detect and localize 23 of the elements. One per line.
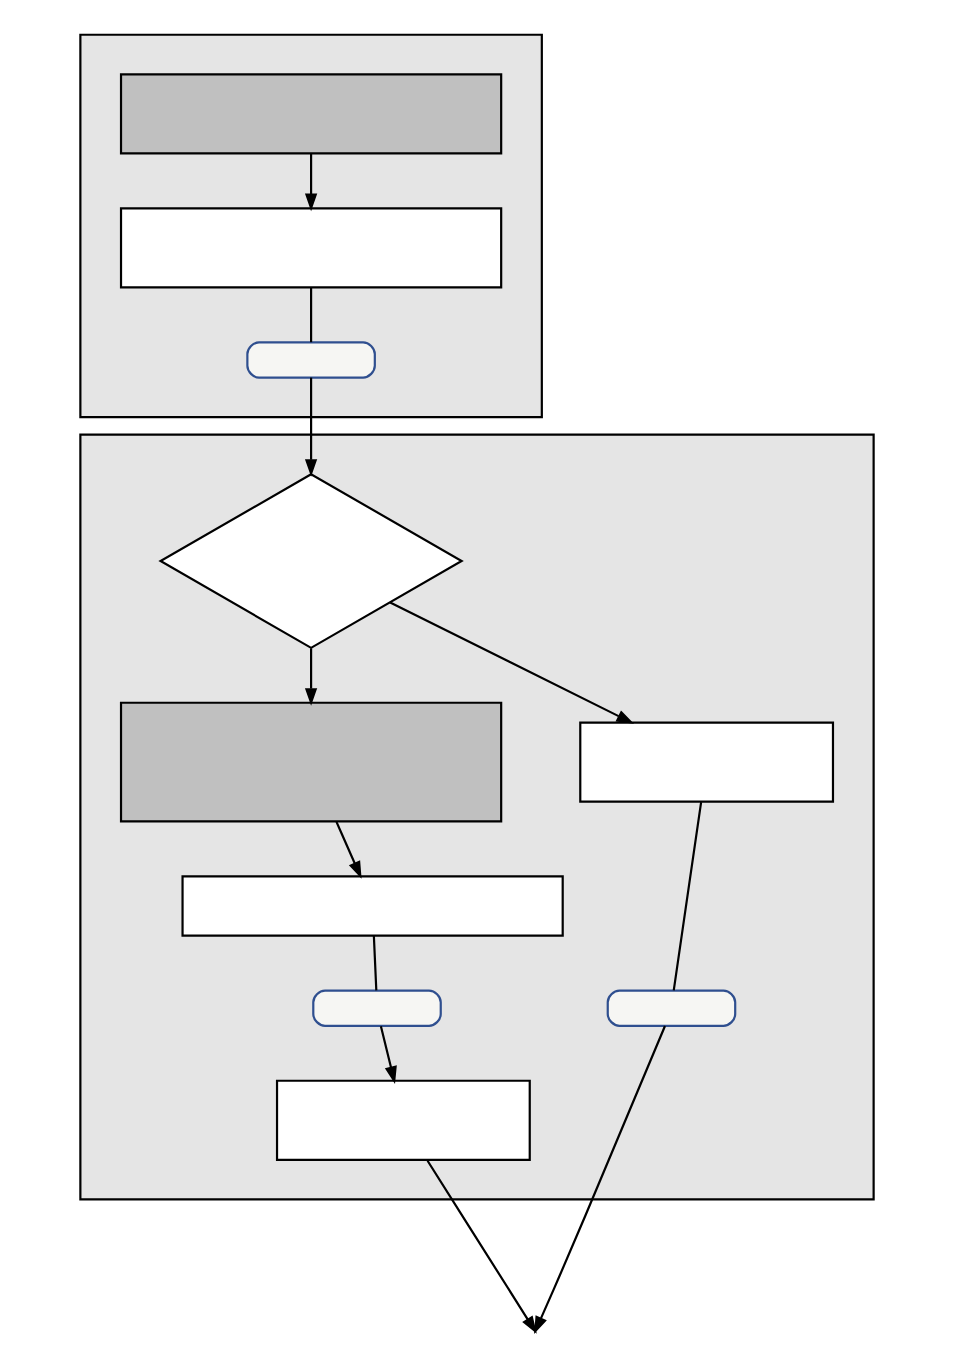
- node-box: [181, 875, 564, 937]
- node-diamond: [158, 473, 464, 650]
- arrow: [335, 821, 362, 879]
- node-box: [312, 989, 442, 1027]
- connector: [372, 935, 378, 991]
- cluster: [79, 33, 543, 419]
- node-box: [119, 207, 503, 289]
- arrow: [389, 601, 635, 724]
- node-box: [246, 341, 376, 379]
- arrow: [304, 648, 318, 706]
- connector: [672, 801, 703, 991]
- node-box: [119, 701, 503, 823]
- arrow: [426, 1160, 537, 1334]
- node-box: [606, 989, 737, 1027]
- arrow: [304, 153, 318, 212]
- node-box: [275, 1079, 531, 1161]
- arrow: [379, 1026, 397, 1084]
- connector: [310, 287, 313, 343]
- node-box: [579, 721, 835, 803]
- arrow: [304, 377, 318, 477]
- cluster: [79, 433, 875, 1201]
- node-box: [119, 73, 503, 155]
- arrow: [534, 1025, 666, 1334]
